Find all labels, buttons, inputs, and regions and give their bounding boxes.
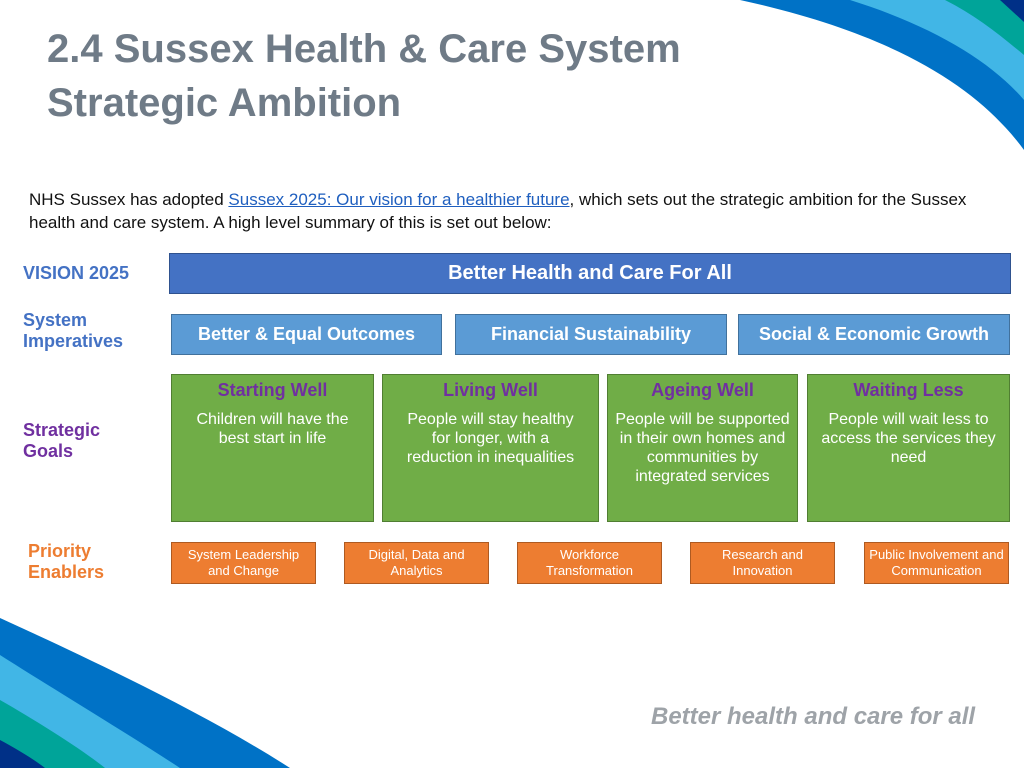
enablers-label-line-1: Priority — [28, 541, 92, 561]
imperative-text: Better & Equal Outcomes — [197, 324, 416, 344]
imperative-box: Social & Economic Growth — [738, 314, 1010, 355]
imperatives-label: System Imperatives — [23, 310, 123, 352]
goal-title: Starting Well — [217, 380, 328, 400]
goal-description: People will wait less to access the serv… — [821, 411, 996, 466]
enabler-text: Digital, Data and Analytics — [368, 547, 465, 578]
goal-box: Living Well People will stay healthy for… — [382, 374, 599, 522]
enabler-box: System Leadership and Change — [171, 542, 316, 584]
intro-text-before-link: NHS Sussex has adopted — [29, 190, 229, 209]
goal-description: Children will have the best start in lif… — [196, 411, 349, 447]
page-title-line-2: Strategic Ambition — [47, 81, 402, 125]
enabler-box: Public Involvement and Communication — [864, 542, 1009, 584]
goal-title: Waiting Less — [853, 380, 964, 400]
enabler-text: Research and Innovation — [722, 547, 803, 578]
enabler-box: Research and Innovation — [690, 542, 835, 584]
page-title-line-1: 2.4 Sussex Health & Care System — [47, 27, 681, 71]
enablers-label: Priority Enablers — [28, 541, 104, 583]
vision-label-text: VISION 2025 — [23, 263, 130, 283]
imperatives-label-line-1: System — [23, 310, 88, 330]
goal-description: People will be supported in their own ho… — [615, 411, 790, 485]
goals-label-line-1: Strategic — [23, 420, 101, 440]
page-title: 2.4 Sussex Health & Care System Strategi… — [47, 22, 681, 130]
imperative-box: Better & Equal Outcomes — [171, 314, 442, 355]
imperative-box: Financial Sustainability — [455, 314, 727, 355]
goal-description: People will stay healthy for longer, wit… — [406, 411, 575, 466]
vision-bar-text: Better Health and Care For All — [448, 262, 732, 284]
enabler-box: Digital, Data and Analytics — [344, 542, 489, 584]
bottom-left-wave — [0, 618, 290, 768]
intro-text-after-link: , which sets out the strategic ambition … — [29, 190, 967, 232]
imperative-text: Financial Sustainability — [490, 324, 692, 344]
enabler-box: Workforce Transformation — [517, 542, 662, 584]
vision-document-link[interactable]: Sussex 2025: Our vision for a healthier … — [228, 190, 570, 209]
goal-box: Ageing Well People will be supported in … — [607, 374, 798, 522]
goals-label-line-2: Goals — [23, 441, 74, 461]
tagline: Better health and care for all — [651, 703, 976, 730]
goal-box: Waiting Less People will wait less to ac… — [807, 374, 1010, 522]
goal-title: Ageing Well — [651, 380, 754, 400]
enabler-text: System Leadership and Change — [187, 547, 300, 578]
enablers-label-line-2: Enablers — [28, 562, 105, 582]
enabler-text: Workforce Transformation — [546, 547, 633, 578]
goal-title: Living Well — [443, 380, 538, 400]
goals-label: Strategic Goals — [23, 420, 100, 462]
imperative-text: Social & Economic Growth — [758, 324, 990, 344]
goal-box: Starting Well Children will have the bes… — [171, 374, 374, 522]
vision-bar: Better Health and Care For All — [169, 253, 1011, 294]
enabler-text: Public Involvement and Communication — [869, 547, 1004, 578]
intro-paragraph: NHS Sussex has adopted Sussex 2025: Our … — [29, 188, 1004, 234]
top-right-wave — [740, 0, 1024, 150]
vision-label: VISION 2025 — [23, 263, 129, 284]
imperatives-label-line-2: Imperatives — [23, 331, 124, 351]
